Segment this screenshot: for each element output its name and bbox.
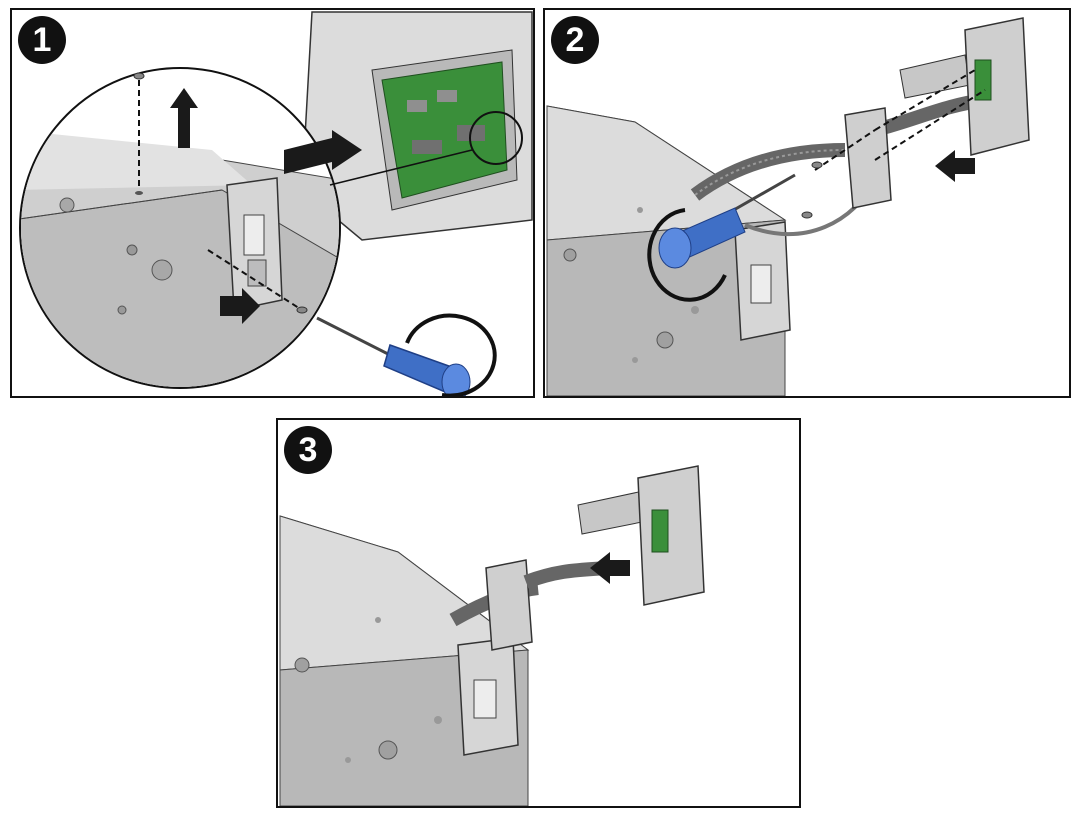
step-3-panel: 3: [276, 418, 801, 808]
screwdriver-icon: [316, 313, 497, 396]
direction-arrow-icon: [935, 150, 975, 182]
led-board-housing: [577, 465, 705, 606]
step-1-panel: 1: [10, 8, 535, 398]
step-1-badge: 1: [18, 16, 66, 64]
step-3-illustration: [279, 465, 705, 806]
mounting-bracket: [734, 221, 791, 341]
step-2-badge: 2: [551, 16, 599, 64]
magnifier-callout-icon: [19, 67, 523, 389]
screw-icon: [133, 72, 145, 195]
step-1-illustration: [19, 11, 533, 396]
screw-icon: [801, 161, 823, 219]
mounting-bracket: [457, 637, 519, 756]
ribbon-cable: [449, 559, 609, 651]
step-3-badge: 3: [284, 426, 332, 474]
direction-arrow-icon: [284, 130, 362, 174]
direction-arrow-icon: [590, 552, 630, 584]
step-2-panel: 2: [543, 8, 1071, 398]
direction-arrow-icon: [170, 88, 198, 148]
step-2-illustration: [546, 17, 1030, 396]
server-chassis-overview: [301, 11, 533, 241]
led-board-housing: [899, 17, 1030, 156]
direction-arrow-icon: [220, 288, 260, 324]
screwdriver-icon: [647, 173, 796, 302]
